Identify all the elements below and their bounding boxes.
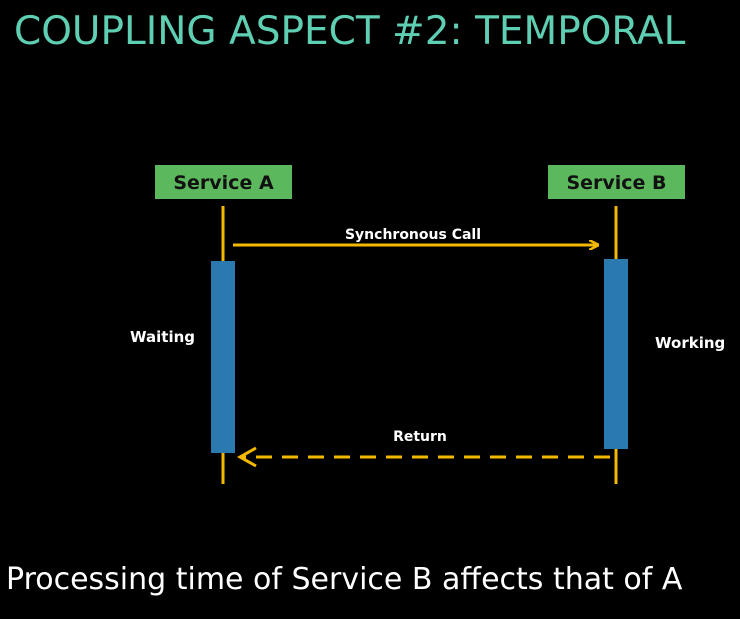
- activation-bar-service-a: [211, 261, 235, 453]
- participant-label-service-b: Service B: [566, 172, 666, 194]
- participant-label-service-a: Service A: [173, 172, 274, 194]
- return-label: Return: [393, 429, 447, 445]
- slide-caption: Processing time of Service B affects tha…: [6, 562, 683, 597]
- synchronous-call-label: Synchronous Call: [345, 227, 481, 243]
- participant-service-a: Service A: [155, 165, 292, 199]
- activation-bar-service-b: [604, 259, 628, 449]
- participant-service-b: Service B: [548, 165, 685, 199]
- slide-title: COUPLING ASPECT #2: TEMPORAL: [14, 9, 686, 54]
- return-arrow-head: [236, 446, 257, 468]
- state-label-working: Working: [655, 334, 725, 352]
- state-label-waiting: Waiting: [130, 328, 195, 346]
